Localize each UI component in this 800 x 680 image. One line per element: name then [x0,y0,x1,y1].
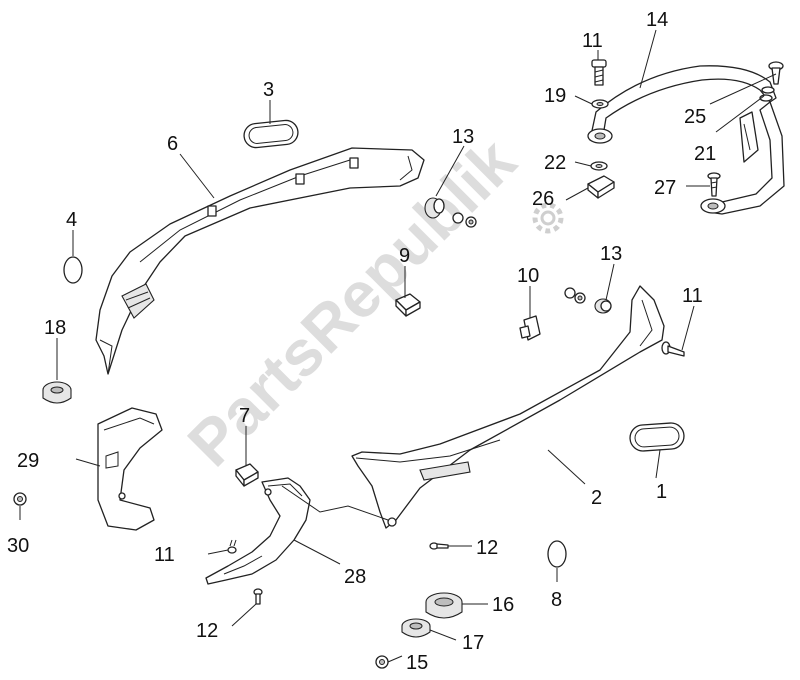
part-2-side-panel [351,285,665,529]
part-19-screw [768,61,784,85]
part-6-side-panel [95,147,425,375]
part-30-nut [13,492,27,506]
callout-7: 7 [239,405,250,427]
callout-12-lower-left: 12 [196,620,218,642]
callout-13-upper: 13 [452,126,474,148]
callout-11-top: 11 [582,30,603,52]
callout-10: 10 [517,265,539,287]
callout-11-lower: 11 [154,544,175,566]
watermark-gear-icon [532,202,564,234]
part-9-clip [395,293,421,317]
callout-14: 14 [646,9,668,31]
part-27-grommet [425,592,463,619]
callout-25: 28 [344,566,366,588]
part-12-screw-lower-right [429,542,449,550]
part-18-washer [590,161,608,171]
callout-28: 17 [462,632,484,654]
callout-26: 29 [17,450,39,472]
part-13-spacer-upper [424,197,477,228]
part-29-nut [375,655,389,669]
part-16-washer [591,99,609,109]
part-1-oval-badge [629,422,685,452]
callout-11-right: 11 [682,285,703,307]
part-11-screw-lower [227,539,237,554]
part-3-oval-badge [243,119,299,149]
callout-8: 8 [551,589,562,611]
leader-lines [19,29,777,663]
callout-21: 26 [532,188,554,210]
callout-27: 16 [492,594,514,616]
part-8-o-ring [547,540,567,568]
part-21-nut [587,175,615,199]
callout-19: 25 [684,106,706,128]
part-4-o-ring [63,256,83,284]
callout-12-lower-right: 12 [476,537,498,559]
callout-13-lower: 13 [600,243,622,265]
callout-3: 3 [263,79,274,101]
part-7-clip [235,463,259,487]
callout-6: 6 [167,133,178,155]
part-13-spacer-lower [564,287,612,314]
part-25-lower-cover [205,477,311,585]
callout-1: 1 [656,481,667,503]
part-17-washers [759,86,775,102]
part-26-inner-cover [97,407,163,531]
part-12-screw-lower-left [253,588,263,605]
part-11-screw-right [661,341,685,357]
callout-22: 27 [654,177,676,199]
part-11-bolt-top [591,59,607,86]
part-28-grommet [401,618,431,638]
callout-29: 15 [406,652,428,674]
callout-9: 9 [399,245,410,267]
part-22-screw [707,172,721,197]
callout-16: 19 [544,85,566,107]
callout-labels: 3 6 4 18 13 11 14 19 22 26 25 21 27 9 10… [7,9,716,674]
part-10-clip [519,315,541,341]
part-15-grommet [42,381,72,404]
callout-18: 22 [544,152,566,174]
callout-17: 21 [694,143,716,165]
callout-4: 4 [66,209,77,231]
callout-2: 2 [591,487,602,509]
callout-30: 30 [7,535,29,557]
part-14-grab-rail [587,65,785,215]
callout-15: 18 [44,317,66,339]
